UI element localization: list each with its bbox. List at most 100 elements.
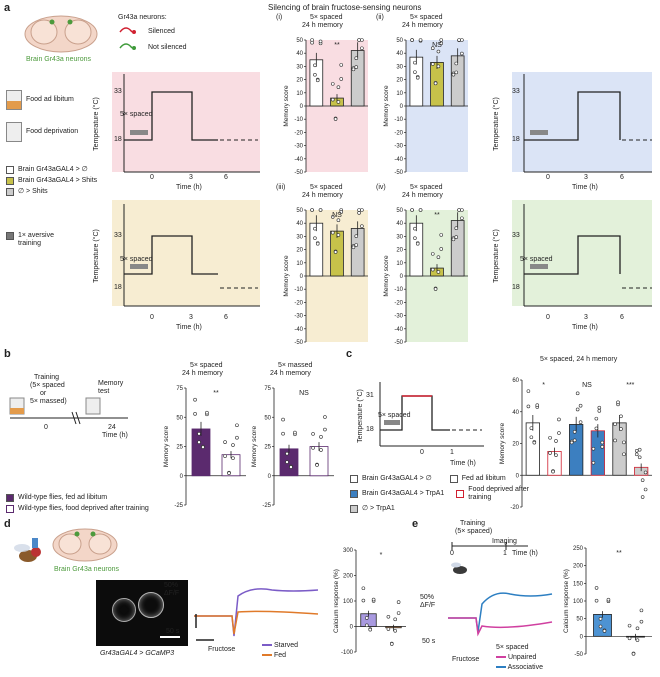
data-point [619, 427, 623, 431]
y-tick-label: 40 [396, 221, 403, 227]
panel-e-letter: e [412, 518, 419, 530]
spaced-label-i: 5× spaced [120, 111, 153, 118]
e-dff: 50% ΔF/F [420, 594, 436, 610]
y-tick-label: -50 [294, 340, 303, 346]
y-tick-label: 30 [396, 64, 403, 70]
y-tick-label: 50 [176, 415, 183, 421]
data-point [597, 405, 602, 410]
y-tick-label: 40 [296, 51, 303, 57]
panel-a-header: Silencing of brain fructose-sensing neur… [268, 3, 422, 12]
subpanel-iv: (iv) 5× spaced 24 h memory -50-40-30-20-… [376, 184, 472, 346]
subpanel-i: (i) 5× spaced 24 h memory -50-40-30-20-1… [276, 14, 372, 176]
data-point [361, 586, 366, 591]
data-point [315, 78, 320, 83]
data-point [396, 611, 401, 615]
y-tick-label: 200 [573, 564, 584, 570]
data-point [361, 598, 366, 603]
data-point [600, 445, 605, 449]
data-point [454, 70, 459, 75]
temp-tick-18-i: 18 [114, 136, 122, 143]
y-tick-label: 50 [396, 38, 403, 44]
b-legend: Wild-type flies, fed ad libitum Wild-typ… [6, 494, 156, 516]
time-tick-0-iii: 0 [150, 314, 154, 321]
e-scale-time: 50 s [422, 638, 436, 645]
d-starved-label: Starved [273, 642, 299, 649]
significance-label: NS [582, 382, 592, 389]
time-tick-0-iv: 0 [546, 314, 550, 321]
data-point [313, 72, 317, 77]
data-point [357, 208, 361, 212]
d-scale-bar [160, 636, 180, 638]
e-spaced-label: 5× spaced [496, 644, 529, 651]
c-legend-depriv: Food deprived after training [468, 486, 529, 502]
data-point [600, 440, 605, 445]
data-point [554, 439, 558, 443]
temp-axis-iii: Temperature (°C) [92, 229, 100, 283]
time-axis-i: Time (h) [176, 184, 202, 191]
data-point [535, 403, 540, 407]
d-dff: 50% ΔF/F [164, 582, 180, 598]
time-tick-3-iv: 3 [584, 314, 588, 321]
c-time-0: 0 [420, 449, 424, 456]
data-point [231, 443, 235, 447]
y-tick-label: 200 [343, 574, 354, 580]
data-point [319, 435, 323, 439]
not-silenced-icon [119, 43, 136, 50]
data-point [319, 448, 323, 452]
data-point [339, 210, 344, 214]
temp-tick-33-iv: 33 [512, 232, 520, 239]
c-time-axis: Time (h) [450, 460, 476, 467]
d-caption: Gr43aGAL4 > GCaMP3 [100, 650, 175, 657]
data-point [354, 65, 359, 69]
food-depriv-label: Food deprivation [26, 128, 79, 135]
y-tick-label: 75 [264, 386, 271, 392]
panel-c-letter: c [346, 348, 353, 360]
data-point [575, 407, 580, 412]
significance-label: ** [616, 550, 622, 557]
significance-label: * [542, 382, 545, 389]
data-point [551, 469, 555, 474]
data-point [598, 617, 603, 621]
y-tick-label: -50 [394, 340, 403, 346]
subpanel-i-id: (i) [276, 14, 283, 21]
y-tick-label: -40 [294, 327, 303, 333]
data-point [235, 423, 239, 428]
data-point [616, 400, 620, 405]
d-scale-time: 50 s [166, 628, 180, 635]
data-point [197, 431, 201, 436]
subpanel-ii-title2: 24 h memory [402, 22, 443, 29]
y-tick-label: -20 [510, 505, 519, 511]
temp-tick-33-ii: 33 [512, 88, 520, 95]
subpanel-i-title2: 24 h memory [302, 22, 343, 29]
data-point [451, 237, 456, 242]
y-tick-label: 50 [296, 208, 303, 214]
d-fructose: Fructose [208, 646, 236, 653]
significance-label: NS [432, 42, 442, 49]
data-point [594, 426, 599, 431]
data-point [635, 626, 640, 631]
data-point [201, 445, 205, 449]
subpanel-ii-title1: 5× spaced [410, 14, 443, 21]
e-t0: 0 [450, 550, 454, 557]
bar [309, 446, 329, 477]
aversive-swatch [6, 232, 14, 240]
time-tick-3-i: 3 [189, 174, 193, 181]
b-training3: or [40, 390, 47, 397]
y-tick-label: 0 [400, 274, 404, 280]
data-point [526, 389, 531, 393]
b-t0: 0 [44, 424, 48, 431]
y-tick-label: 50 [576, 617, 583, 623]
data-point [333, 117, 338, 121]
b-spaced-title1: 5× spaced [190, 362, 223, 369]
y-tick-label: 100 [573, 599, 584, 605]
data-point [436, 49, 441, 54]
data-point [285, 451, 289, 456]
y-tick-label: -100 [341, 650, 354, 656]
data-point [575, 391, 580, 396]
data-point [640, 495, 645, 499]
time-tick-6-iv: 6 [620, 314, 624, 321]
